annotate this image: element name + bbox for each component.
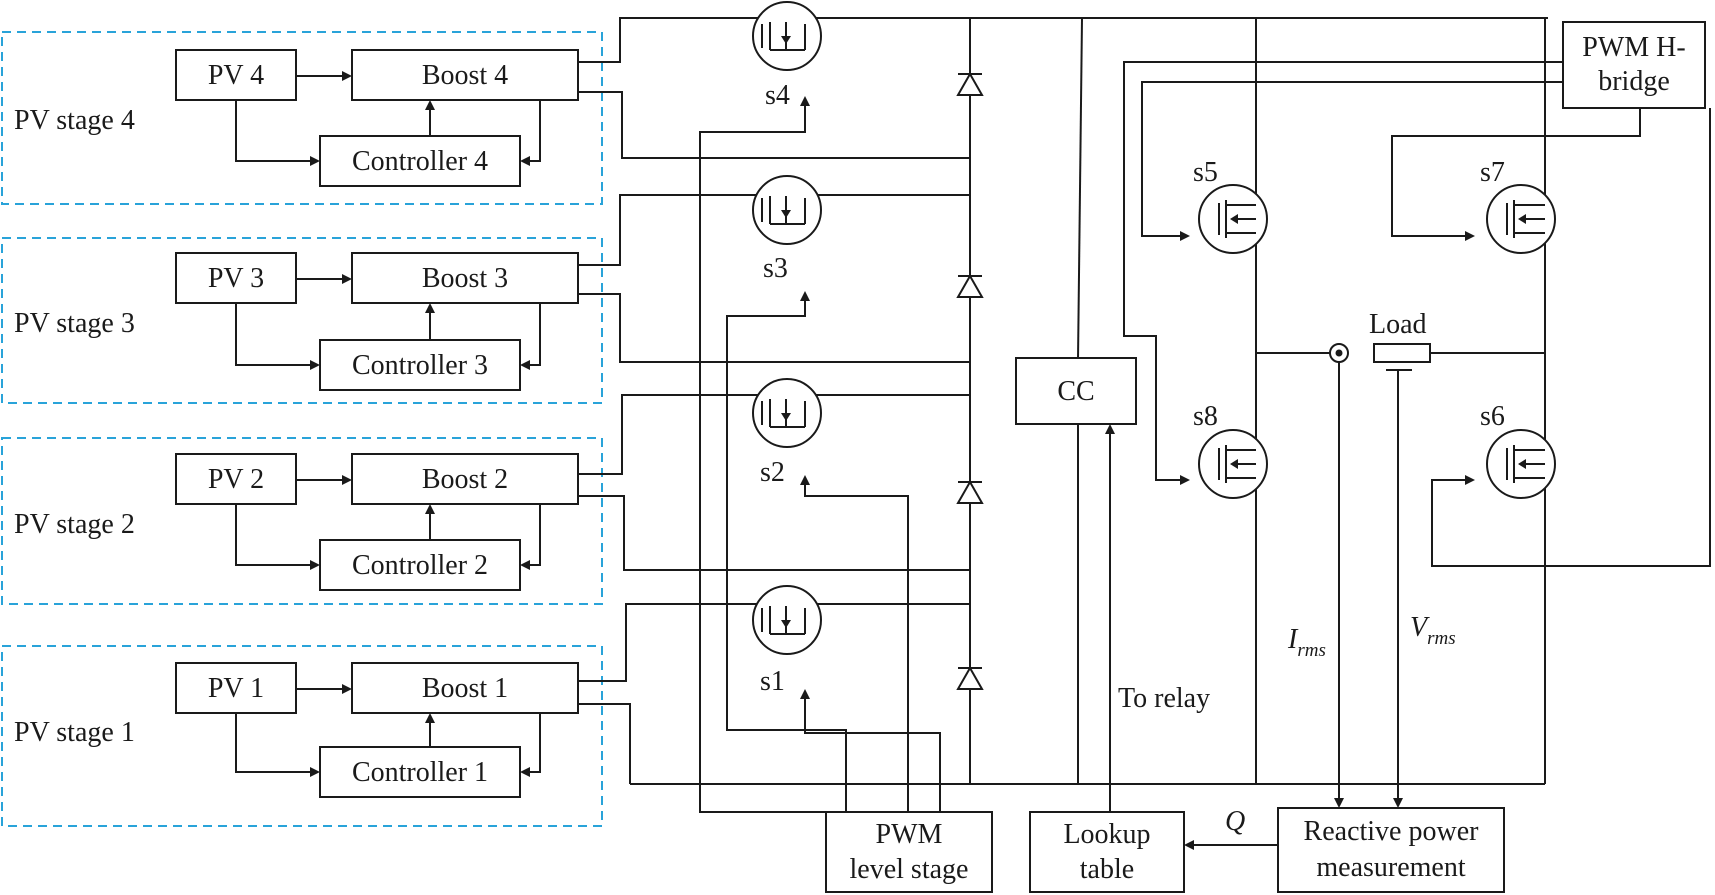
cc-label: CC	[1057, 376, 1094, 407]
pv-stage-4-label: PV stage 4	[14, 105, 135, 136]
boost-3-label: Boost 3	[422, 263, 508, 294]
pwm-level-line2: level stage	[850, 854, 969, 885]
pwm-level-line1: PWM	[876, 819, 943, 850]
to-relay-label: To relay	[1118, 683, 1210, 714]
bridge-switch-s5	[1198, 184, 1268, 254]
label-s4: s4	[765, 80, 790, 111]
pwm-hbridge-block: PWM H- bridge	[1562, 21, 1706, 109]
pv-stage-3: PV stage 3 PV 3 Boost 3 Controller 3	[1, 237, 603, 404]
lookup-table-block: Lookup table	[1029, 811, 1185, 893]
pv-4-label: PV 4	[208, 60, 264, 91]
lookup-line2: table	[1080, 854, 1134, 885]
bridge-switch-s8	[1198, 429, 1268, 499]
pv-3-label: PV 3	[208, 263, 264, 294]
vrms-label: Vrms	[1410, 612, 1456, 649]
pv-stage-2: PV stage 2 PV 2 Boost 2 Controller 2	[1, 437, 603, 605]
pv-stage-3-frame	[1, 237, 603, 404]
load-label: Load	[1369, 309, 1427, 340]
pwm-level-stage-block: PWM level stage	[825, 811, 993, 893]
controller-3-box	[319, 339, 521, 391]
pv-stage-1-frame	[1, 645, 603, 827]
level-switch-s3	[752, 175, 822, 245]
pv-1-label: PV 1	[208, 673, 264, 704]
cc-block: CC	[1015, 357, 1137, 425]
reactive-line1: Reactive power	[1304, 816, 1480, 847]
lookup-line1: Lookup	[1063, 819, 1150, 850]
reactive-line2: measurement	[1316, 852, 1465, 883]
pv-stage-1: PV stage 1 PV 1 Boost 1 Controller 1	[1, 645, 603, 827]
diode-4	[956, 71, 984, 96]
boost-3-box	[351, 252, 579, 304]
pv-stage-4-frame	[1, 31, 603, 205]
label-s6: s6	[1480, 401, 1505, 432]
boost-1-box	[351, 662, 579, 714]
boost-4-box	[351, 49, 579, 101]
level-switch-s1	[752, 585, 822, 655]
reactive-power-block: Reactive power measurement	[1277, 807, 1505, 893]
pv-stage-3-label: PV stage 3	[14, 308, 135, 339]
diode-2	[956, 479, 984, 504]
controller-4-label: Controller 4	[352, 146, 488, 177]
pv-stage-2-frame	[1, 437, 603, 605]
pwm-hbridge-line1: PWM H-	[1582, 32, 1685, 63]
level-switch-s2	[752, 378, 822, 448]
diode-3	[956, 273, 984, 298]
diode-1	[956, 665, 984, 690]
pv-stage-2-label: PV stage 2	[14, 509, 135, 540]
label-s1: s1	[760, 666, 785, 697]
bridge-switch-s6	[1486, 429, 1556, 499]
boost-2-label: Boost 2	[422, 464, 508, 495]
controller-2-label: Controller 2	[352, 550, 488, 581]
controller-4-box	[319, 135, 521, 187]
label-s5: s5	[1193, 157, 1218, 188]
label-s3: s3	[763, 253, 788, 284]
irms-label: Irms	[1287, 624, 1326, 661]
boost-1-label: Boost 1	[422, 673, 508, 704]
level-switch-s4	[752, 1, 822, 71]
pv-stage-4: PV stage 4 PV 4 Boost 4 Controller 4	[1, 31, 603, 205]
label-s8: s8	[1193, 401, 1218, 432]
controller-3-label: Controller 3	[352, 350, 488, 381]
current-sensor	[1329, 343, 1349, 363]
wiring	[578, 17, 1711, 846]
pwm-hbridge-line2: bridge	[1598, 66, 1670, 97]
pv-2-label: PV 2	[208, 464, 264, 495]
controller-1-label: Controller 1	[352, 757, 488, 788]
pv-stage-1-label: PV stage 1	[14, 717, 135, 748]
wire-arrows	[800, 96, 1475, 850]
boost-2-box	[351, 453, 579, 505]
boost-4-label: Boost 4	[422, 60, 508, 91]
q-label: Q	[1225, 806, 1245, 837]
label-s7: s7	[1480, 157, 1505, 188]
controller-1-box	[319, 746, 521, 798]
label-s2: s2	[760, 457, 785, 488]
bridge-switch-s7	[1486, 184, 1556, 254]
load-resistor	[1373, 343, 1431, 371]
